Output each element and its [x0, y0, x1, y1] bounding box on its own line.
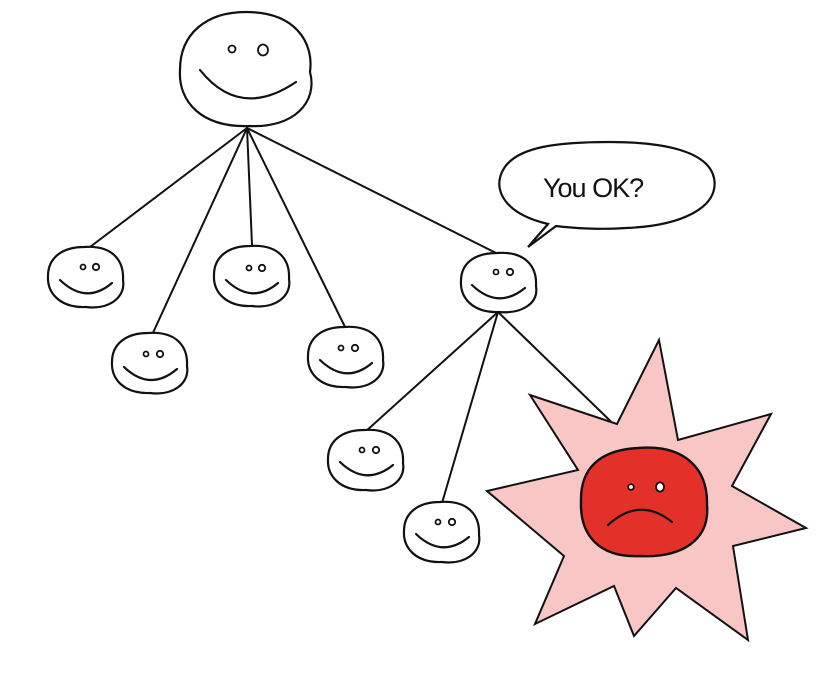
smiley-face-4-left-eye: [337, 344, 345, 352]
smiley-face-5-outline: [326, 428, 405, 492]
upset-face-outline: [579, 446, 709, 558]
smiley-face-5-right-eye: [371, 445, 381, 455]
speech-bubble-shape: [498, 140, 716, 248]
edge-root-child-3: [246, 127, 253, 246]
speaker-smile: [470, 283, 527, 300]
root-left-eye: [227, 44, 237, 54]
smiley-face-4-outline: [306, 325, 385, 389]
smiley-face-1: [46, 245, 125, 309]
smiley-face-3-left-eye: [245, 264, 253, 272]
smiley-face-3: [212, 244, 291, 308]
edge-root-child-2: [151, 127, 248, 336]
smiley-face-1-outline: [46, 245, 125, 309]
smiley-face-5-left-eye: [358, 446, 366, 454]
smiley-face-2-right-eye: [155, 349, 165, 359]
connector-lines: [89, 127, 631, 504]
speech-bubble-text: You OK?: [543, 173, 644, 203]
smiley-face-3-right-eye: [257, 263, 267, 273]
smiley-face-2-outline: [110, 331, 189, 395]
edge-root-child-1: [89, 127, 248, 248]
root-right-eye: [257, 43, 269, 57]
edge-speaker-child-2: [441, 311, 499, 504]
speaker-right-eye: [505, 267, 515, 277]
smiley-face-6: [402, 500, 481, 564]
smiley-face-5-smile: [338, 460, 395, 477]
smiley-face-6-left-eye: [434, 518, 442, 526]
smiley-face-6-right-eye: [447, 517, 457, 527]
root-smiley-face: [178, 10, 313, 128]
upset-face-right-eye: [655, 481, 665, 493]
smiley-face-5: [326, 428, 405, 492]
edge-speaker-upset: [497, 311, 631, 441]
edge-root-speaker: [246, 127, 499, 255]
upset-face-left-eye: [627, 483, 635, 491]
root-smile: [198, 68, 298, 100]
speaker-smiley-face: [459, 251, 538, 314]
smiley-face-1-smile: [58, 278, 114, 295]
smiley-face-4-right-eye: [350, 343, 360, 353]
smiley-face-2: [110, 331, 189, 395]
root-face-outline: [178, 10, 313, 128]
smiley-face-6-outline: [402, 500, 481, 564]
edge-speaker-child-1: [364, 311, 499, 433]
smiley-face-4: [306, 325, 385, 389]
speech-bubble: You OK?: [498, 140, 716, 248]
smiley-face-6-smile: [414, 532, 471, 549]
smiley-face-1-right-eye: [91, 262, 101, 272]
edge-root-child-4: [246, 127, 348, 332]
speaker-face-outline: [459, 251, 538, 314]
smiley-face-4-smile: [318, 358, 374, 375]
upset-frowning-face: [579, 446, 709, 558]
upset-face-frown: [606, 508, 674, 527]
smiley-face-1-left-eye: [79, 263, 87, 271]
speaker-left-eye: [492, 268, 500, 276]
smiley-face-2-left-eye: [142, 350, 150, 358]
smiley-face-2-smile: [122, 365, 179, 382]
smiley-face-3-outline: [212, 244, 291, 308]
smiley-face-3-smile: [224, 278, 280, 295]
